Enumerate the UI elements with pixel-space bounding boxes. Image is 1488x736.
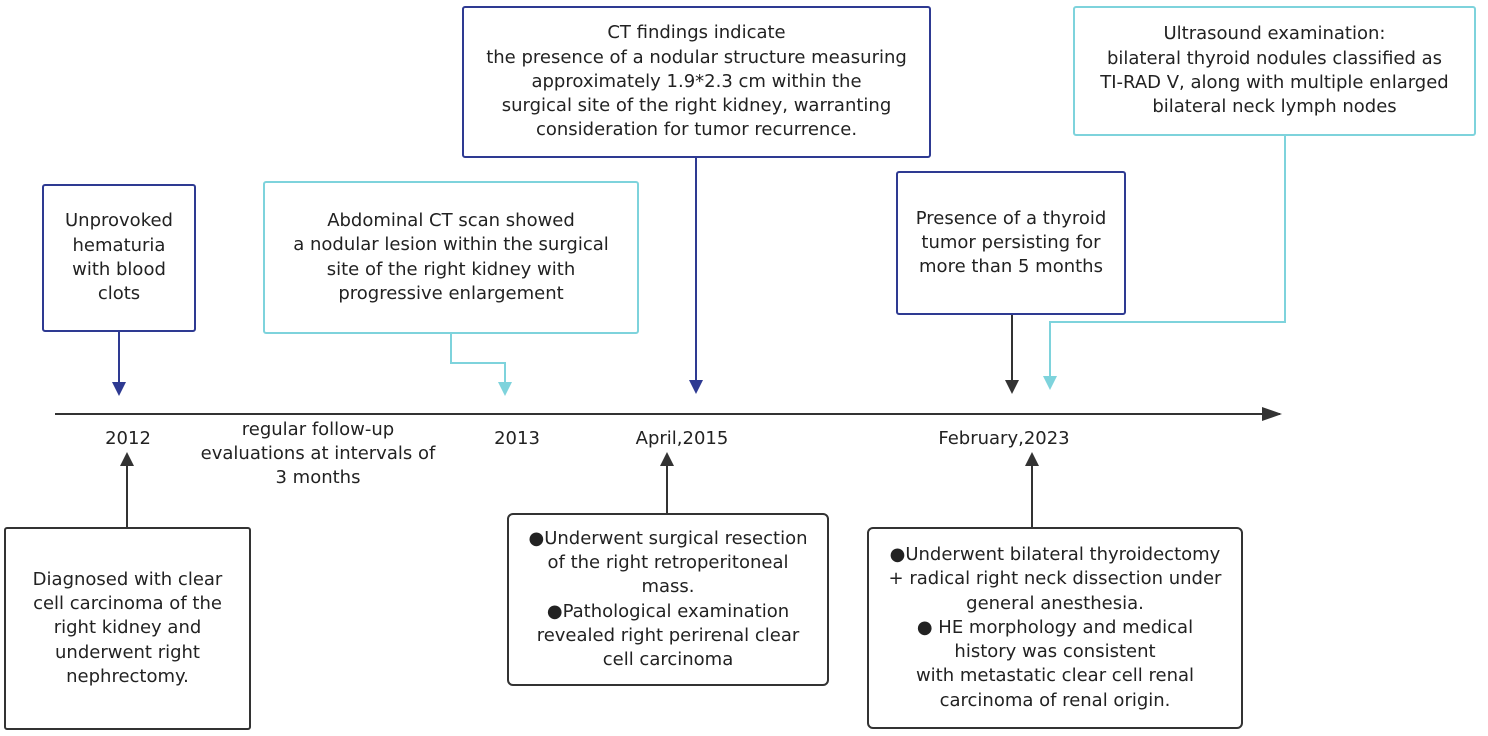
date-2013: 2013 [494,428,540,449]
thyroidectomy-box: ●Underwent bilateral thyroidectomy + rad… [867,527,1243,729]
thyroid-tumor-box: Presence of a thyroid tumor persisting f… [896,171,1126,315]
interval-note: regular follow-up evaluations at interva… [200,419,436,488]
thyroid-tumor-text: Presence of a thyroid tumor persisting f… [915,207,1107,278]
date-2012: 2012 [105,428,151,449]
resection-box: ●Underwent surgical resection of the rig… [507,513,829,686]
resection-text: ●Underwent surgical resection of the rig… [528,527,808,671]
thyroidectomy-text: ●Underwent bilateral thyroidectomy + rad… [888,543,1222,711]
hematuria-box: Unprovoked hematuria with blood clots [42,184,196,332]
hematuria-text: Unprovoked hematuria with blood clots [65,210,173,305]
diagnosis-text: Diagnosed with clear cell carcinoma of t… [32,568,223,687]
abdominal-ct-box: Abdominal CT scan showed a nodular lesio… [263,181,639,334]
date-february-2023: February,2023 [938,428,1070,449]
date-april-2015: April,2015 [635,428,729,449]
ultrasound-arrow [1043,135,1286,390]
abdominal-ct-arrow [450,333,512,396]
abdominal-ct-text: Abdominal CT scan showed a nodular lesio… [293,209,609,304]
ultrasound-box: Ultrasound examination: bilateral thyroi… [1073,6,1476,136]
diagnosis-box: Diagnosed with clear cell carcinoma of t… [4,527,251,730]
ct-findings-box: CT findings indicate the presence of a n… [462,6,931,158]
ct-findings-text: CT findings indicate the presence of a n… [486,22,907,141]
ultrasound-text: Ultrasound examination: bilateral thyroi… [1100,23,1449,118]
